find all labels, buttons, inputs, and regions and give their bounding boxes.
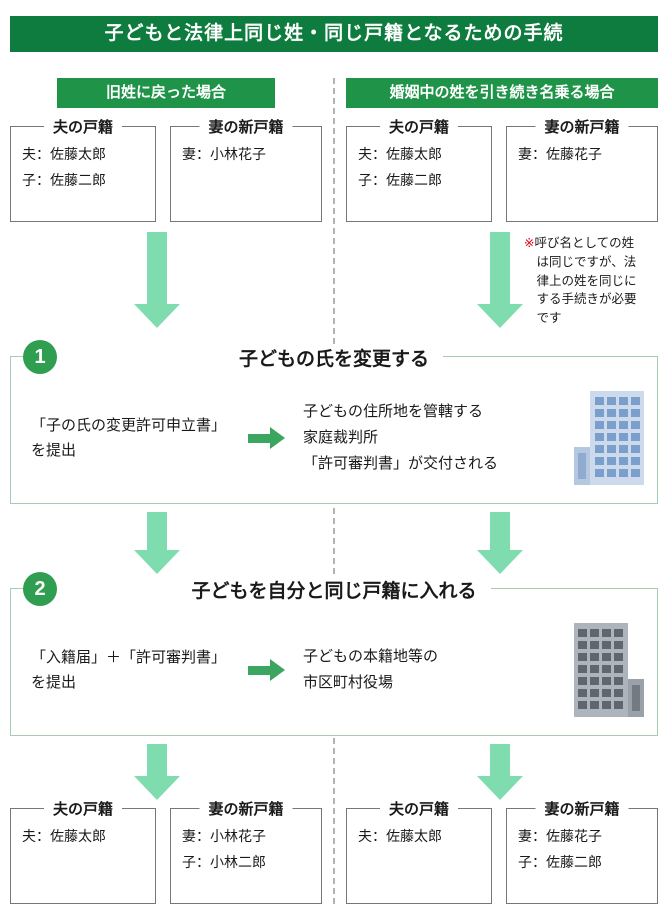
arrow-row-2 [10, 512, 658, 574]
koseki-box-wife-new: 妻の新戸籍 妻：小林花子 子：小林二郎 [170, 798, 322, 904]
koseki-box-title: 夫の戸籍 [43, 116, 123, 137]
koseki-box-title: 妻の新戸籍 [535, 116, 629, 137]
koseki-box-wife-new: 妻の新戸籍 妻：小林花子 [170, 116, 322, 222]
down-arrow-icon [134, 512, 180, 574]
koseki-box-husband: 夫の戸籍 夫：佐藤太郎 子：佐藤二郎 [346, 116, 492, 222]
step-1-destination-text: 子どもの住所地を管轄する 家庭裁判所 「許可審判書」が交付される [303, 402, 499, 473]
right-arrow-icon [248, 659, 285, 681]
step-2-document-text: 「入籍届」＋「許可審判書」 を提出 [31, 648, 227, 692]
step-1-body: 「子の氏の変更許可申立書」 を提出 子どもの住所地を管轄する 家庭裁判所 「許可… [11, 357, 657, 503]
koseki-box-lines: 夫：佐藤太郎 子：佐藤二郎 [22, 146, 106, 188]
bottom-left-column: 夫の戸籍 夫：佐藤太郎 妻の新戸籍 妻：小林花子 子：小林二郎 [10, 798, 322, 904]
arrow-row-3 [10, 744, 658, 800]
government-building-icon [573, 623, 645, 717]
step-1-title: 子どもの氏を変更する [225, 343, 444, 371]
koseki-box-lines: 妻：小林花子 子：小林二郎 [182, 828, 266, 870]
koseki-box-lines: 夫：佐藤太郎 [358, 828, 442, 844]
koseki-box-wife-new: 妻の新戸籍 妻：佐藤花子 [506, 116, 658, 222]
down-arrow-icon [134, 232, 180, 328]
down-arrow-icon [477, 744, 523, 800]
koseki-box-lines: 夫：佐藤太郎 [22, 828, 106, 844]
step-1: 1 子どもの氏を変更する 「子の氏の変更許可申立書」 を提出 子どもの住所地を管… [10, 340, 658, 504]
step-2-box: 2 子どもを自分と同じ戸籍に入れる 「入籍届」＋「許可審判書」 を提出 子どもの… [10, 572, 658, 736]
page-title: 子どもと法律上同じ姓・同じ戸籍となるための手続 [10, 16, 658, 52]
koseki-box-title: 妻の新戸籍 [199, 798, 293, 819]
top-right-column: 夫の戸籍 夫：佐藤太郎 子：佐藤二郎 妻の新戸籍 妻：佐藤花子 [346, 116, 658, 222]
step-1-number-badge: 1 [23, 340, 57, 374]
step-2-number-badge: 2 [23, 572, 57, 606]
top-koseki-row: 夫の戸籍 夫：佐藤太郎 子：佐藤二郎 妻の新戸籍 妻：小林花子 夫の戸籍 夫：佐… [10, 116, 658, 222]
koseki-box-husband: 夫の戸籍 夫：佐藤太郎 [346, 798, 492, 904]
step-2: 2 子どもを自分と同じ戸籍に入れる 「入籍届」＋「許可審判書」 を提出 子どもの… [10, 572, 658, 736]
down-arrow-icon [477, 232, 523, 328]
koseki-box-wife-new: 妻の新戸籍 妻：佐藤花子 子：佐藤二郎 [506, 798, 658, 904]
bottom-koseki-row: 夫の戸籍 夫：佐藤太郎 妻の新戸籍 妻：小林花子 子：小林二郎 夫の戸籍 夫：佐… [10, 798, 658, 904]
step-2-body: 「入籍届」＋「許可審判書」 を提出 子どもの本籍地等の 市区町村役場 [11, 589, 657, 735]
koseki-box-husband: 夫の戸籍 夫：佐藤太郎 子：佐藤二郎 [10, 116, 156, 222]
top-left-column: 夫の戸籍 夫：佐藤太郎 子：佐藤二郎 妻の新戸籍 妻：小林花子 [10, 116, 322, 222]
step-2-head: 2 子どもを自分と同じ戸籍に入れる [11, 572, 657, 606]
note: ※呼び名としての姓 は同じですが、法 律上の姓を同じに する手続きが必要 です [524, 234, 668, 328]
note-asterisk: ※ [524, 236, 535, 250]
koseki-box-lines: 妻：小林花子 [182, 146, 266, 162]
down-arrow-icon [477, 512, 523, 574]
step-2-title: 子どもを自分と同じ戸籍に入れる [177, 575, 491, 603]
koseki-box-title: 夫の戸籍 [379, 798, 459, 819]
step-1-box: 1 子どもの氏を変更する 「子の氏の変更許可申立書」 を提出 子どもの住所地を管… [10, 340, 658, 504]
koseki-box-title: 妻の新戸籍 [199, 116, 293, 137]
bottom-right-column: 夫の戸籍 夫：佐藤太郎 妻の新戸籍 妻：佐藤花子 子：佐藤二郎 [346, 798, 658, 904]
koseki-box-lines: 妻：佐藤花子 子：佐藤二郎 [518, 828, 602, 870]
case-header-maiden-name: 旧姓に戻った場合 [57, 78, 275, 108]
right-arrow-icon [248, 427, 285, 449]
step-1-document-text: 「子の氏の変更許可申立書」 を提出 [31, 416, 227, 460]
case-header-married-name: 婚姻中の姓を引き続き名乗る場合 [346, 78, 658, 108]
down-arrow-icon [134, 744, 180, 800]
office-building-icon [573, 391, 645, 485]
koseki-box-title: 夫の戸籍 [379, 116, 459, 137]
koseki-box-title: 夫の戸籍 [43, 798, 123, 819]
koseki-box-lines: 夫：佐藤太郎 子：佐藤二郎 [358, 146, 442, 188]
case-header-cell-right: 婚姻中の姓を引き続き名乗る場合 [346, 78, 658, 108]
case-header-cell-left: 旧姓に戻った場合 [10, 78, 322, 108]
step-2-destination-text: 子どもの本籍地等の 市区町村役場 [303, 647, 439, 691]
note-text: 呼び名としての姓 は同じですが、法 律上の姓を同じに する手続きが必要 です [534, 236, 637, 325]
koseki-box-husband: 夫の戸籍 夫：佐藤太郎 [10, 798, 156, 904]
step-1-head: 1 子どもの氏を変更する [11, 340, 657, 374]
koseki-box-lines: 妻：佐藤花子 [518, 146, 602, 162]
koseki-box-title: 妻の新戸籍 [535, 798, 629, 819]
case-header-row: 旧姓に戻った場合 婚姻中の姓を引き続き名乗る場合 [10, 78, 658, 108]
arrow-row-1: ※呼び名としての姓 は同じですが、法 律上の姓を同じに する手続きが必要 です [10, 232, 658, 328]
